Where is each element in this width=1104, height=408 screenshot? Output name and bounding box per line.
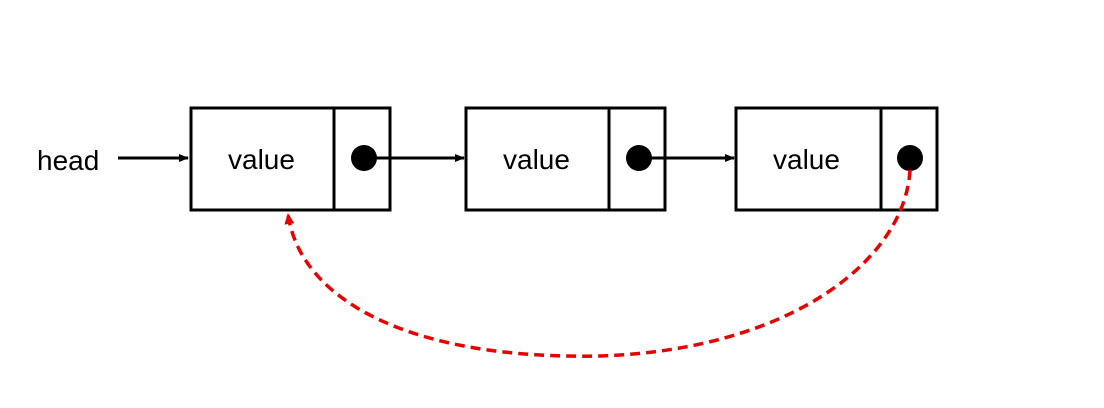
list-node-2: value xyxy=(464,106,667,212)
node-value-label: value xyxy=(503,144,570,175)
node-value-label: value xyxy=(773,144,840,175)
list-node-1: value xyxy=(189,106,392,212)
pointer-dot xyxy=(897,145,923,171)
node-value-box xyxy=(734,106,883,212)
list-node-3: value xyxy=(734,106,939,212)
node-value-box xyxy=(464,106,611,212)
circular-back-link-arrow xyxy=(284,169,912,358)
head-label: head xyxy=(37,145,99,176)
node-value-label: value xyxy=(228,144,295,175)
